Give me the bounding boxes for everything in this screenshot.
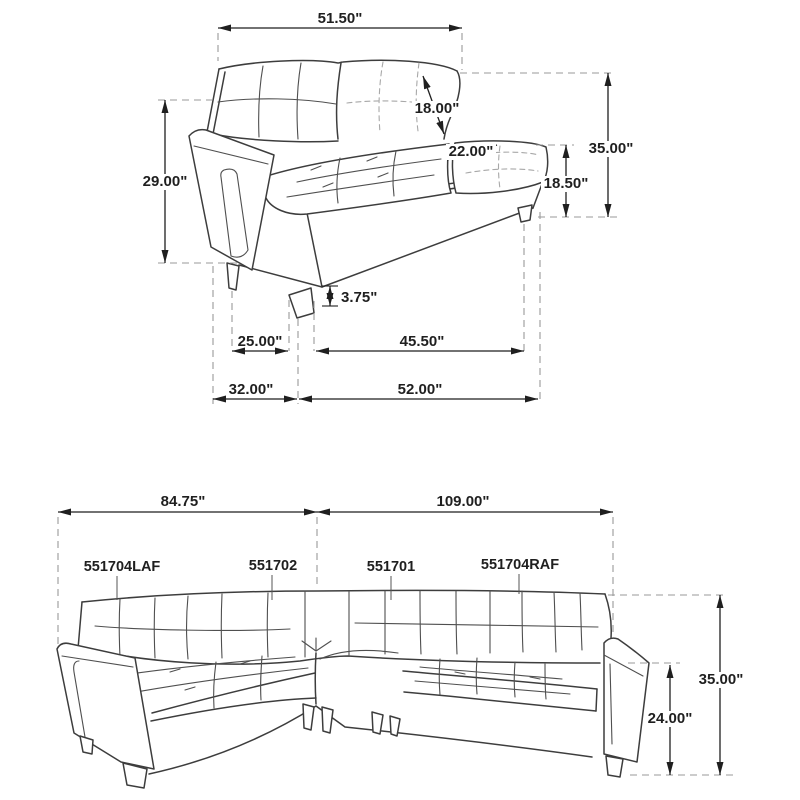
dim-overall-depth: 32.00" — [213, 381, 297, 403]
leg — [288, 287, 315, 319]
dim-label-overall-height: 35.00" — [589, 140, 634, 157]
part-callout-corner: 551702 — [249, 558, 297, 600]
dim-label-overall-width: 52.00" — [398, 381, 443, 398]
dim-back-cushion: 18.00" — [412, 75, 462, 135]
dim-back-width: 51.50" — [218, 10, 462, 32]
loveseat-reference-lines — [158, 33, 618, 404]
dim-leg-height: 3.75" — [322, 285, 377, 307]
sectional-left-seats — [109, 655, 317, 775]
dim-label-seat-width: 45.50" — [400, 333, 445, 350]
dim-arm-height: 29.00" — [140, 100, 190, 263]
dim-label-arm-height: 29.00" — [143, 173, 188, 190]
loveseat-dimensions: 51.50" 18.00" 22.00" 35.00" 18.50" 29.00… — [140, 10, 636, 403]
dim-label-overall-depth: 32.00" — [229, 381, 274, 398]
part-label-corner: 551702 — [249, 558, 297, 574]
dim-label-arm-depth: 25.00" — [238, 333, 283, 350]
leg — [226, 262, 240, 291]
dim-seat-height: 18.50" — [541, 145, 591, 217]
part-callout-raf: 551704RAF — [481, 557, 559, 594]
dim-sectional-arm-height: 24.00" — [645, 665, 695, 775]
sectional-back — [77, 589, 612, 665]
leg — [605, 755, 624, 778]
loveseat-arm — [188, 128, 275, 271]
leg — [389, 715, 401, 737]
dim-sectional-overall-height: 35.00" — [696, 595, 746, 775]
dim-left-width: 84.75" — [58, 493, 317, 516]
loveseat-legs — [226, 204, 533, 319]
dim-overall-width: 52.00" — [299, 381, 538, 403]
part-label-laf: 551704LAF — [84, 559, 161, 575]
dim-label-sectional-overall-height: 35.00" — [699, 671, 744, 688]
dim-label-sectional-arm-height: 24.00" — [648, 710, 693, 727]
sectional-drawing — [56, 589, 650, 789]
dim-seat-depth: 22.00" — [446, 143, 498, 161]
leg — [302, 703, 315, 731]
dim-label-back-width: 51.50" — [318, 10, 363, 27]
dim-label-left-width: 84.75" — [161, 493, 206, 510]
dim-label-back-cushion: 18.00" — [415, 100, 460, 117]
sectional-corner — [301, 637, 399, 705]
sectional-dimensions: 84.75" 109.00" 35.00" 24.00" 551704LAF 5… — [58, 493, 746, 775]
dim-label-seat-height: 18.50" — [544, 175, 589, 192]
leg — [321, 706, 334, 734]
part-callout-armless: 551701 — [367, 559, 415, 600]
dim-label-leg-height: 3.75" — [341, 289, 377, 306]
dim-arm-depth: 25.00" — [232, 333, 288, 355]
dim-right-width: 109.00" — [317, 493, 613, 516]
part-callout-laf: 551704LAF — [84, 559, 161, 600]
dim-overall-height: 35.00" — [586, 73, 636, 217]
leg — [371, 711, 384, 735]
dim-label-right-width: 109.00" — [437, 493, 490, 510]
part-label-raf: 551704RAF — [481, 557, 559, 573]
sectional-right-arm — [603, 637, 650, 763]
loveseat-drawing — [188, 59, 549, 319]
leg — [79, 735, 94, 755]
sectional-reference-lines — [57, 517, 734, 776]
leg — [517, 204, 533, 223]
dim-label-seat-depth: 22.00" — [449, 143, 494, 160]
sectional-legs — [79, 703, 624, 789]
loveseat-back — [206, 59, 461, 143]
sectional-left-arm — [56, 642, 155, 770]
leg — [122, 762, 148, 789]
part-label-armless: 551701 — [367, 559, 415, 575]
sectional-right-seats — [315, 657, 598, 758]
dim-seat-width: 45.50" — [316, 333, 524, 355]
loveseat-seats — [261, 140, 549, 216]
